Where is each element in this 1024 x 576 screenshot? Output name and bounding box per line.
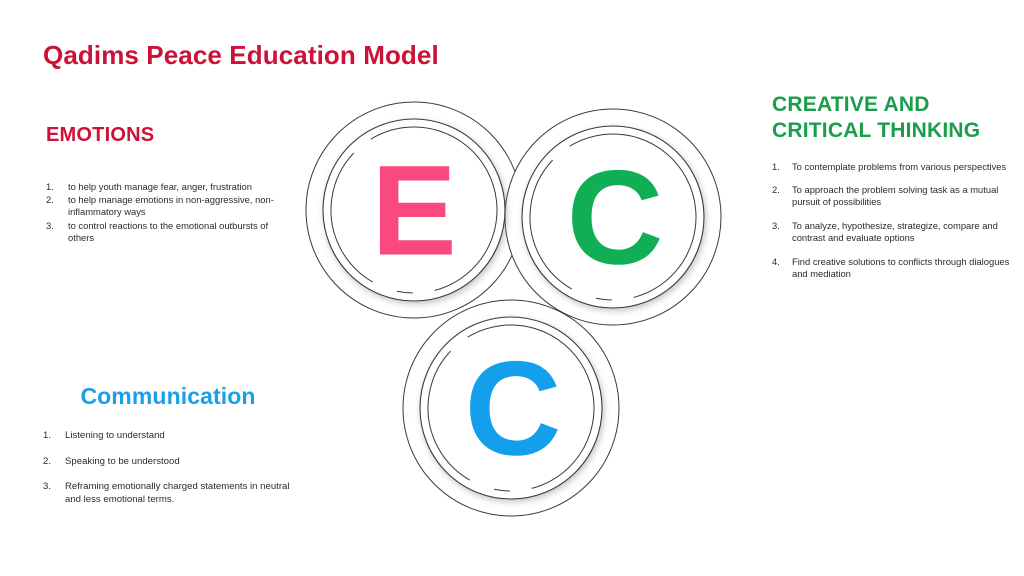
list-item-text: to help youth manage fear, anger, frustr…: [68, 180, 252, 192]
thinking-heading-line2: CRITICAL THINKING: [772, 119, 981, 143]
badge-communication-dashed-ring: [427, 324, 595, 492]
thinking-heading-line1: CREATIVE AND: [772, 93, 930, 116]
list-item: 3. to control reactions to the emotional…: [46, 220, 286, 245]
list-item-number: 4.: [772, 255, 780, 267]
badge-emotions-dashed-ring: [330, 126, 498, 294]
list-item: 1. To contemplate problems from various …: [772, 161, 1014, 173]
list-item-number: 1.: [46, 180, 54, 192]
list-item-text: to control reactions to the emotional ou…: [68, 219, 269, 244]
list-item: 3. Reframing emotionally charged stateme…: [43, 481, 293, 506]
thinking-heading: CREATIVE AND CRITICAL THINKING: [772, 92, 1014, 145]
panel-creative-critical-thinking: CREATIVE AND CRITICAL THINKING 1. To con…: [772, 92, 1014, 291]
badge-communication[interactable]: C: [399, 296, 624, 521]
communication-list: 1. Listening to understand 2. Speaking t…: [43, 430, 293, 507]
emotions-list: 1. to help youth manage fear, anger, fru…: [46, 181, 286, 245]
badge-thinking-outer-ring: [521, 125, 705, 309]
badge-thinking-letter: C: [567, 144, 664, 293]
badge-communication-outer-ring: [419, 316, 603, 500]
list-item-text: To analyze, hypothesize, strategize, com…: [792, 219, 998, 244]
list-item: 2. Speaking to be understood: [43, 456, 293, 469]
list-item-text: to help manage emotions in non-aggressiv…: [68, 194, 274, 218]
list-item-number: 1.: [772, 160, 780, 172]
badge-communication-letter: C: [465, 335, 562, 484]
list-item-text: Speaking to be understood: [65, 455, 180, 467]
list-item-number: 3.: [46, 219, 54, 231]
trefoil-circles-diagram: E C C: [283, 78, 743, 563]
list-item-number: 3.: [772, 219, 780, 231]
list-item-number: 3.: [43, 481, 52, 493]
badge-emotions-outer-ring: [322, 118, 506, 302]
panel-communication: Communication 1. Listening to understand…: [43, 383, 293, 520]
list-item-number: 1.: [43, 430, 52, 442]
panel-emotions: EMOTIONS 1. to help youth manage fear, a…: [46, 124, 286, 246]
badge-emotions-letter: E: [371, 140, 456, 283]
list-item-number: 2.: [43, 455, 52, 467]
list-item-text: Listening to understand: [65, 430, 165, 442]
badge-thinking-dashed-ring: [529, 133, 697, 301]
page-title: Qadims Peace Education Model: [43, 40, 439, 70]
list-item: 2. To approach the problem solving task …: [772, 184, 1014, 209]
list-item: 4. Find creative solutions to conflicts …: [772, 256, 1014, 281]
emotions-heading: EMOTIONS: [46, 124, 155, 146]
list-item: 2. to help manage emotions in non-aggres…: [46, 194, 286, 219]
list-item: 3. To analyze, hypothesize, strategize, …: [772, 220, 1014, 245]
list-item-text: Find creative solutions to conflicts thr…: [792, 255, 1010, 279]
badge-emotions[interactable]: E: [302, 98, 527, 323]
thinking-list: 1. To contemplate problems from various …: [772, 161, 1014, 281]
list-item-number: 2.: [46, 194, 54, 205]
list-item-text: To approach the problem solving task as …: [792, 183, 999, 208]
communication-heading: Communication: [80, 383, 256, 409]
list-item-text: Reframing emotionally charged statements…: [65, 481, 290, 506]
list-item: 1. Listening to understand: [43, 430, 293, 443]
list-item-number: 2.: [772, 183, 780, 195]
list-item-text: To contemplate problems from various per…: [792, 160, 1007, 172]
badge-thinking[interactable]: C: [501, 105, 726, 330]
list-item: 1. to help youth manage fear, anger, fru…: [46, 181, 286, 193]
